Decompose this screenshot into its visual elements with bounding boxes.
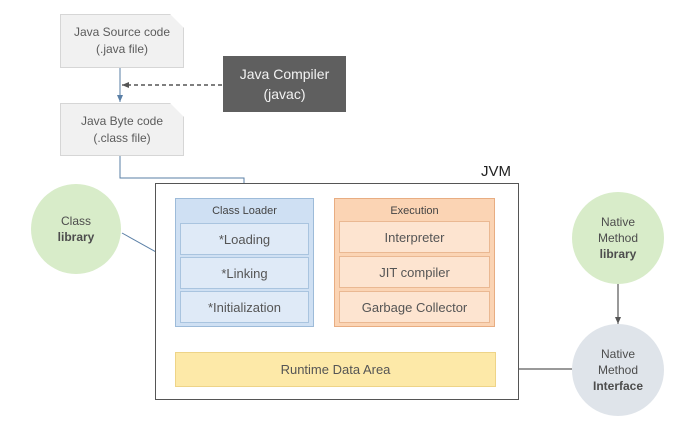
class-loader-title: Class Loader <box>212 205 277 217</box>
java-compiler-box: Java Compiler (javac) <box>223 56 346 112</box>
native-interface-line1: Native <box>600 347 635 361</box>
native-library-line2: Method <box>597 231 639 245</box>
loading-item: *Loading <box>180 223 309 255</box>
garbage-collector-item: Garbage Collector <box>339 291 490 323</box>
class-library-line1: Class <box>60 214 91 228</box>
byte-line1: Java Byte code <box>80 113 164 128</box>
java-byte-code-box: Java Byte code (.class file) <box>60 103 184 156</box>
compiler-line1: Java Compiler <box>239 66 330 82</box>
initialization-item: *Initialization <box>180 291 309 323</box>
execution-title: Execution <box>390 205 439 217</box>
native-interface-line3: Interface <box>592 379 644 393</box>
jvm-title: JVM <box>481 163 511 180</box>
native-interface-line2: Method <box>597 363 639 377</box>
source-line2: (.java file) <box>95 42 148 56</box>
interpreter-item: Interpreter <box>339 221 490 253</box>
linking-item: *Linking <box>180 257 309 289</box>
compiler-line2: (javac) <box>263 86 306 102</box>
native-library-line1: Native <box>600 215 635 229</box>
runtime-data-area: Runtime Data Area <box>175 352 496 387</box>
native-method-library-circle: Native Method library <box>572 192 664 284</box>
native-library-line3: library <box>599 247 637 261</box>
class-library-line2: library <box>57 230 95 244</box>
source-line1: Java Source code <box>73 25 171 39</box>
byte-line2: (.class file) <box>93 130 151 145</box>
native-method-interface-circle: Native Method Interface <box>572 324 664 416</box>
java-source-code-box: Java Source code (.java file) <box>60 14 184 68</box>
jit-compiler-item: JIT compiler <box>339 256 490 288</box>
class-library-circle: Class library <box>31 184 121 274</box>
